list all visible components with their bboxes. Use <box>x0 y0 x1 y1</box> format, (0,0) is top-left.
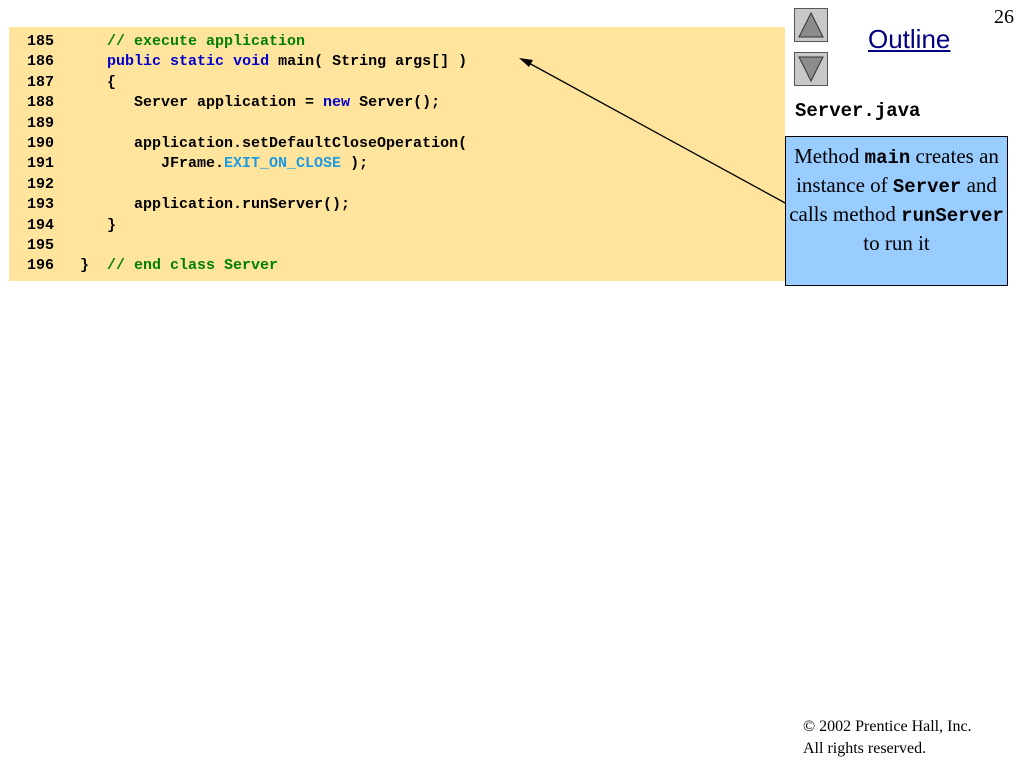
file-name: Server.java <box>795 100 921 122</box>
copyright-line: © 2002 Prentice Hall, Inc. <box>803 718 972 735</box>
triangle-up-icon <box>798 11 824 38</box>
code-line: 185 // execute application <box>18 32 305 52</box>
line-number: 195 <box>27 237 55 254</box>
callout-text: Method <box>794 144 865 168</box>
code-text: { <box>107 73 117 91</box>
code-comment: // end class Server <box>107 257 279 275</box>
code-line: 196} // end class Server <box>18 256 278 276</box>
code-keyword: void <box>233 53 270 71</box>
callout-code-server: Server <box>892 176 962 198</box>
callout-text: to run it <box>863 231 930 255</box>
code-line: 195 <box>18 236 80 256</box>
slide-number: 26 <box>994 6 1014 28</box>
line-number: 186 <box>27 53 55 71</box>
code-text: Server application = <box>134 94 324 112</box>
next-slide-button[interactable] <box>794 52 828 86</box>
line-number: 185 <box>27 33 55 50</box>
code-line: 188 Server application = new Server(); <box>18 93 440 113</box>
code-line: 189 <box>18 114 80 134</box>
callout-text: creates an instance of <box>796 144 999 197</box>
triangle-down-icon <box>798 56 824 83</box>
code-line: 186 public static void main( String args… <box>18 52 467 72</box>
code-text: } <box>80 257 108 275</box>
code-keyword: public <box>107 53 162 71</box>
code-comment: // execute application <box>107 33 306 50</box>
code-keyword: new <box>323 94 351 112</box>
code-text: ); <box>341 155 369 173</box>
outline-link[interactable]: Outline <box>868 24 951 54</box>
line-number: 194 <box>27 216 55 234</box>
code-text: } <box>107 216 117 234</box>
rights-line: All rights reserved. <box>803 740 927 757</box>
line-number: 189 <box>27 114 55 132</box>
code-text: main( String args[] ) <box>269 53 468 71</box>
code-line: 187 { <box>18 73 116 93</box>
code-text: Server(); <box>350 94 441 112</box>
line-number: 190 <box>27 135 55 152</box>
code-line: 193 application.runServer(); <box>18 195 350 215</box>
callout-box: Method main creates an instance of Serve… <box>785 136 1008 286</box>
line-number: 193 <box>27 196 55 214</box>
code-constant: EXIT_ON_CLOSE <box>224 155 342 173</box>
line-number: 188 <box>27 94 55 112</box>
copyright-footer: © 2002 Prentice Hall, Inc. All rights re… <box>803 716 972 760</box>
callout-text: and calls method <box>789 173 997 226</box>
code-text: application.runServer(); <box>134 196 351 214</box>
code-line: 190 application.setDefaultCloseOperation… <box>18 134 467 154</box>
callout-code-main: main <box>864 147 911 169</box>
code-text: JFrame. <box>161 155 225 173</box>
code-keyword: static <box>170 53 225 71</box>
code-line: 194 } <box>18 216 116 236</box>
line-number: 187 <box>27 73 55 91</box>
line-number: 192 <box>27 175 55 193</box>
code-line: 191 JFrame.EXIT_ON_CLOSE ); <box>18 154 368 174</box>
line-number: 191 <box>27 155 55 173</box>
previous-slide-button[interactable] <box>794 8 828 42</box>
code-text: application.setDefaultCloseOperation( <box>134 135 468 152</box>
line-number: 196 <box>27 257 55 275</box>
callout-code-runserver: runServer <box>901 205 1004 227</box>
code-line: 192 <box>18 175 80 195</box>
